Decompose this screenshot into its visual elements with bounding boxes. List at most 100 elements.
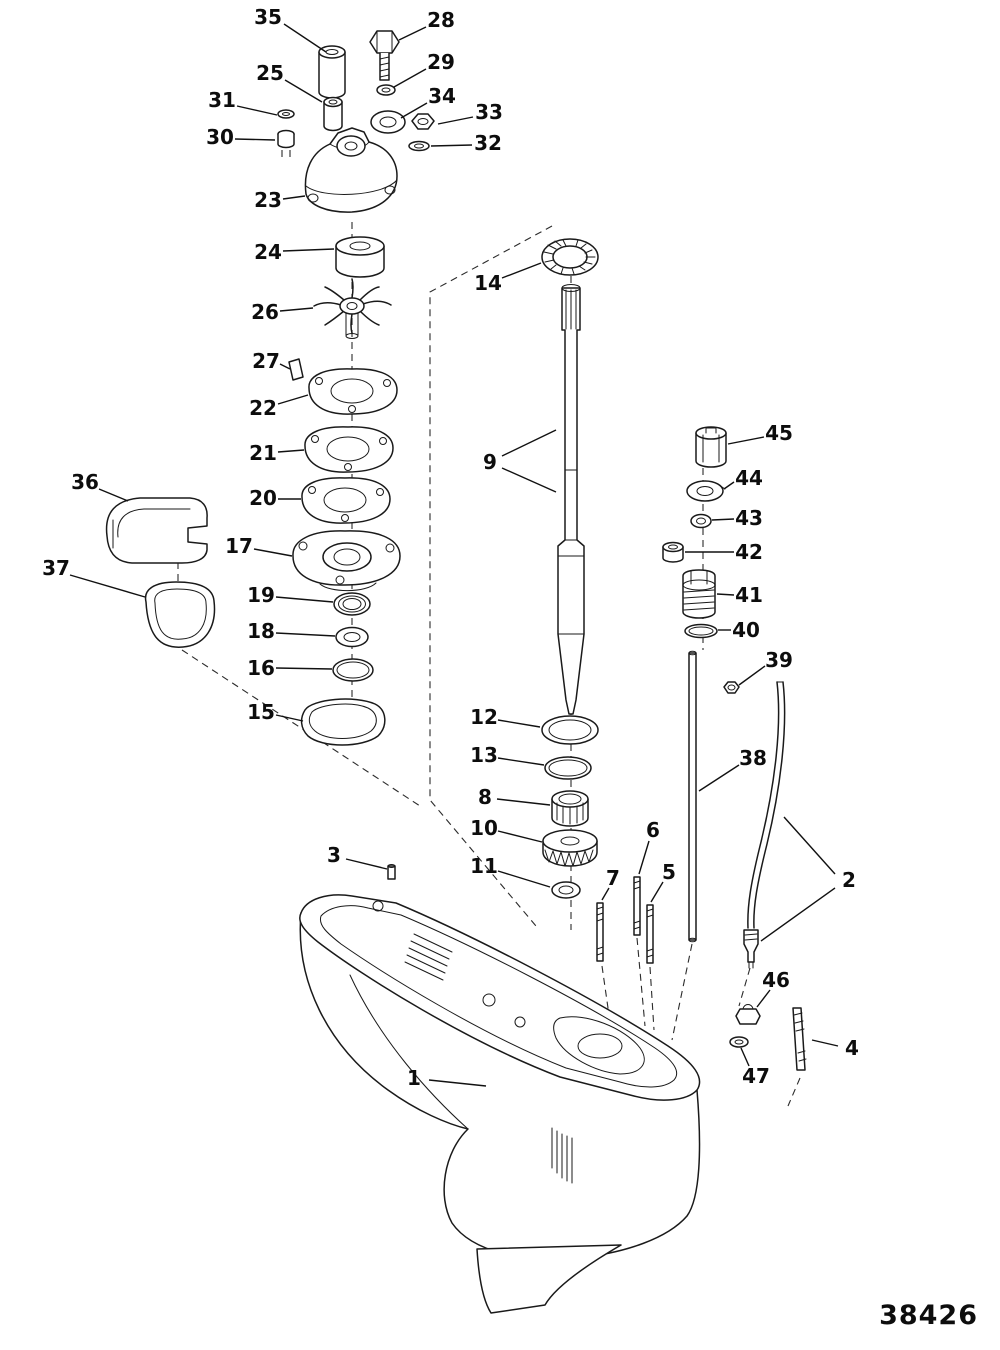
part-plate-21	[304, 426, 394, 473]
callout-41: 41	[735, 583, 763, 607]
callout-26: 26	[251, 300, 279, 324]
part-fill-plug-41	[682, 569, 716, 619]
leader-line-2	[783, 816, 836, 875]
callout-3: 3	[327, 843, 341, 867]
callout-15: 15	[247, 700, 275, 724]
leader-line-27	[279, 363, 291, 370]
callout-39: 39	[765, 648, 793, 672]
part-washer-29	[376, 84, 396, 96]
part-shim-12	[541, 715, 599, 745]
callout-13: 13	[470, 743, 498, 767]
callout-35: 35	[254, 5, 282, 29]
leader-line-34	[400, 102, 428, 119]
part-needle-bearing-8	[551, 790, 589, 827]
part-washer-47	[729, 1036, 749, 1048]
part-drive-key	[288, 358, 304, 381]
part-o-ring-40	[684, 623, 718, 639]
part-impeller	[313, 278, 392, 339]
callout-5: 5	[662, 860, 676, 884]
callout-27: 27	[252, 349, 280, 373]
part-speedo-tube	[743, 681, 786, 969]
part-bolt-28	[369, 30, 400, 81]
leader-line-3	[345, 858, 388, 870]
part-washer-34	[370, 110, 406, 134]
callout-1: 1	[407, 1066, 421, 1090]
leader-line-32	[430, 144, 473, 147]
part-anode-45	[695, 426, 727, 468]
callout-28: 28	[427, 8, 455, 32]
part-pin-3	[387, 864, 396, 880]
callout-21: 21	[249, 441, 277, 465]
leader-line-26	[279, 307, 314, 312]
part-ring-43	[690, 513, 712, 529]
leader-line-28	[398, 26, 427, 41]
leader-line-47	[740, 1047, 750, 1067]
leader-line-39	[738, 665, 766, 686]
leader-line-6	[638, 840, 650, 875]
leader-line-2	[760, 887, 836, 942]
leader-line-13	[497, 757, 545, 766]
callout-4: 4	[845, 1036, 859, 1060]
leader-line-15	[275, 714, 304, 722]
leader-line-17	[253, 548, 293, 557]
leader-line-46	[756, 989, 771, 1008]
callout-16: 16	[247, 656, 275, 680]
leader-line-5	[650, 881, 664, 903]
part-gasket-22	[308, 368, 398, 415]
leader-line-9	[501, 467, 557, 493]
part-sleeve-35	[318, 45, 346, 99]
callout-33: 33	[475, 100, 503, 124]
leader-line-21	[277, 449, 305, 453]
callout-32: 32	[474, 131, 502, 155]
callout-17: 17	[225, 534, 253, 558]
leader-line-10	[497, 830, 543, 843]
leader-line-24	[282, 248, 335, 252]
callout-37: 37	[42, 556, 70, 580]
callout-38: 38	[739, 746, 767, 770]
leader-line-19	[275, 596, 334, 603]
callout-34: 34	[428, 84, 456, 108]
callout-44: 44	[735, 466, 763, 490]
callout-19: 19	[247, 583, 275, 607]
part-shim-13	[544, 756, 592, 780]
callout-25: 25	[256, 61, 284, 85]
part-bearing-14	[541, 238, 599, 276]
part-stud-5	[646, 904, 654, 964]
leader-line-43	[711, 518, 735, 521]
callout-10: 10	[470, 816, 498, 840]
part-o-ring-16	[332, 658, 374, 682]
part-pinion-gear-10	[542, 829, 598, 867]
drawing-number: 38426	[879, 1300, 978, 1331]
part-oil-seal-18	[335, 626, 369, 648]
leader-line-30	[234, 138, 276, 141]
leader-line-16	[275, 667, 333, 670]
part-nut-33	[411, 113, 435, 130]
leader-line-25	[284, 79, 323, 103]
callout-14: 14	[474, 271, 502, 295]
leader-line-1	[428, 1079, 487, 1087]
leader-line-36	[98, 488, 129, 502]
callout-30: 30	[206, 125, 234, 149]
part-washers-31	[277, 109, 295, 119]
callout-29: 29	[427, 50, 455, 74]
callout-12: 12	[470, 705, 498, 729]
callout-8: 8	[478, 785, 492, 809]
leader-line-41	[716, 593, 735, 596]
part-washer-44	[686, 480, 726, 502]
callout-36: 36	[71, 470, 99, 494]
callout-11: 11	[470, 854, 498, 878]
part-fitting-46	[735, 1004, 761, 1025]
leader-line-45	[727, 436, 765, 445]
part-gasket-20	[301, 477, 391, 524]
callout-23: 23	[254, 188, 282, 212]
part-stud-6	[633, 876, 641, 936]
callout-42: 42	[735, 540, 763, 564]
part-gear-housing	[299, 894, 701, 1314]
leader-line-4	[811, 1039, 839, 1047]
leader-line-7	[601, 887, 610, 901]
callout-31: 31	[208, 88, 236, 112]
part-washer-11	[551, 881, 581, 899]
